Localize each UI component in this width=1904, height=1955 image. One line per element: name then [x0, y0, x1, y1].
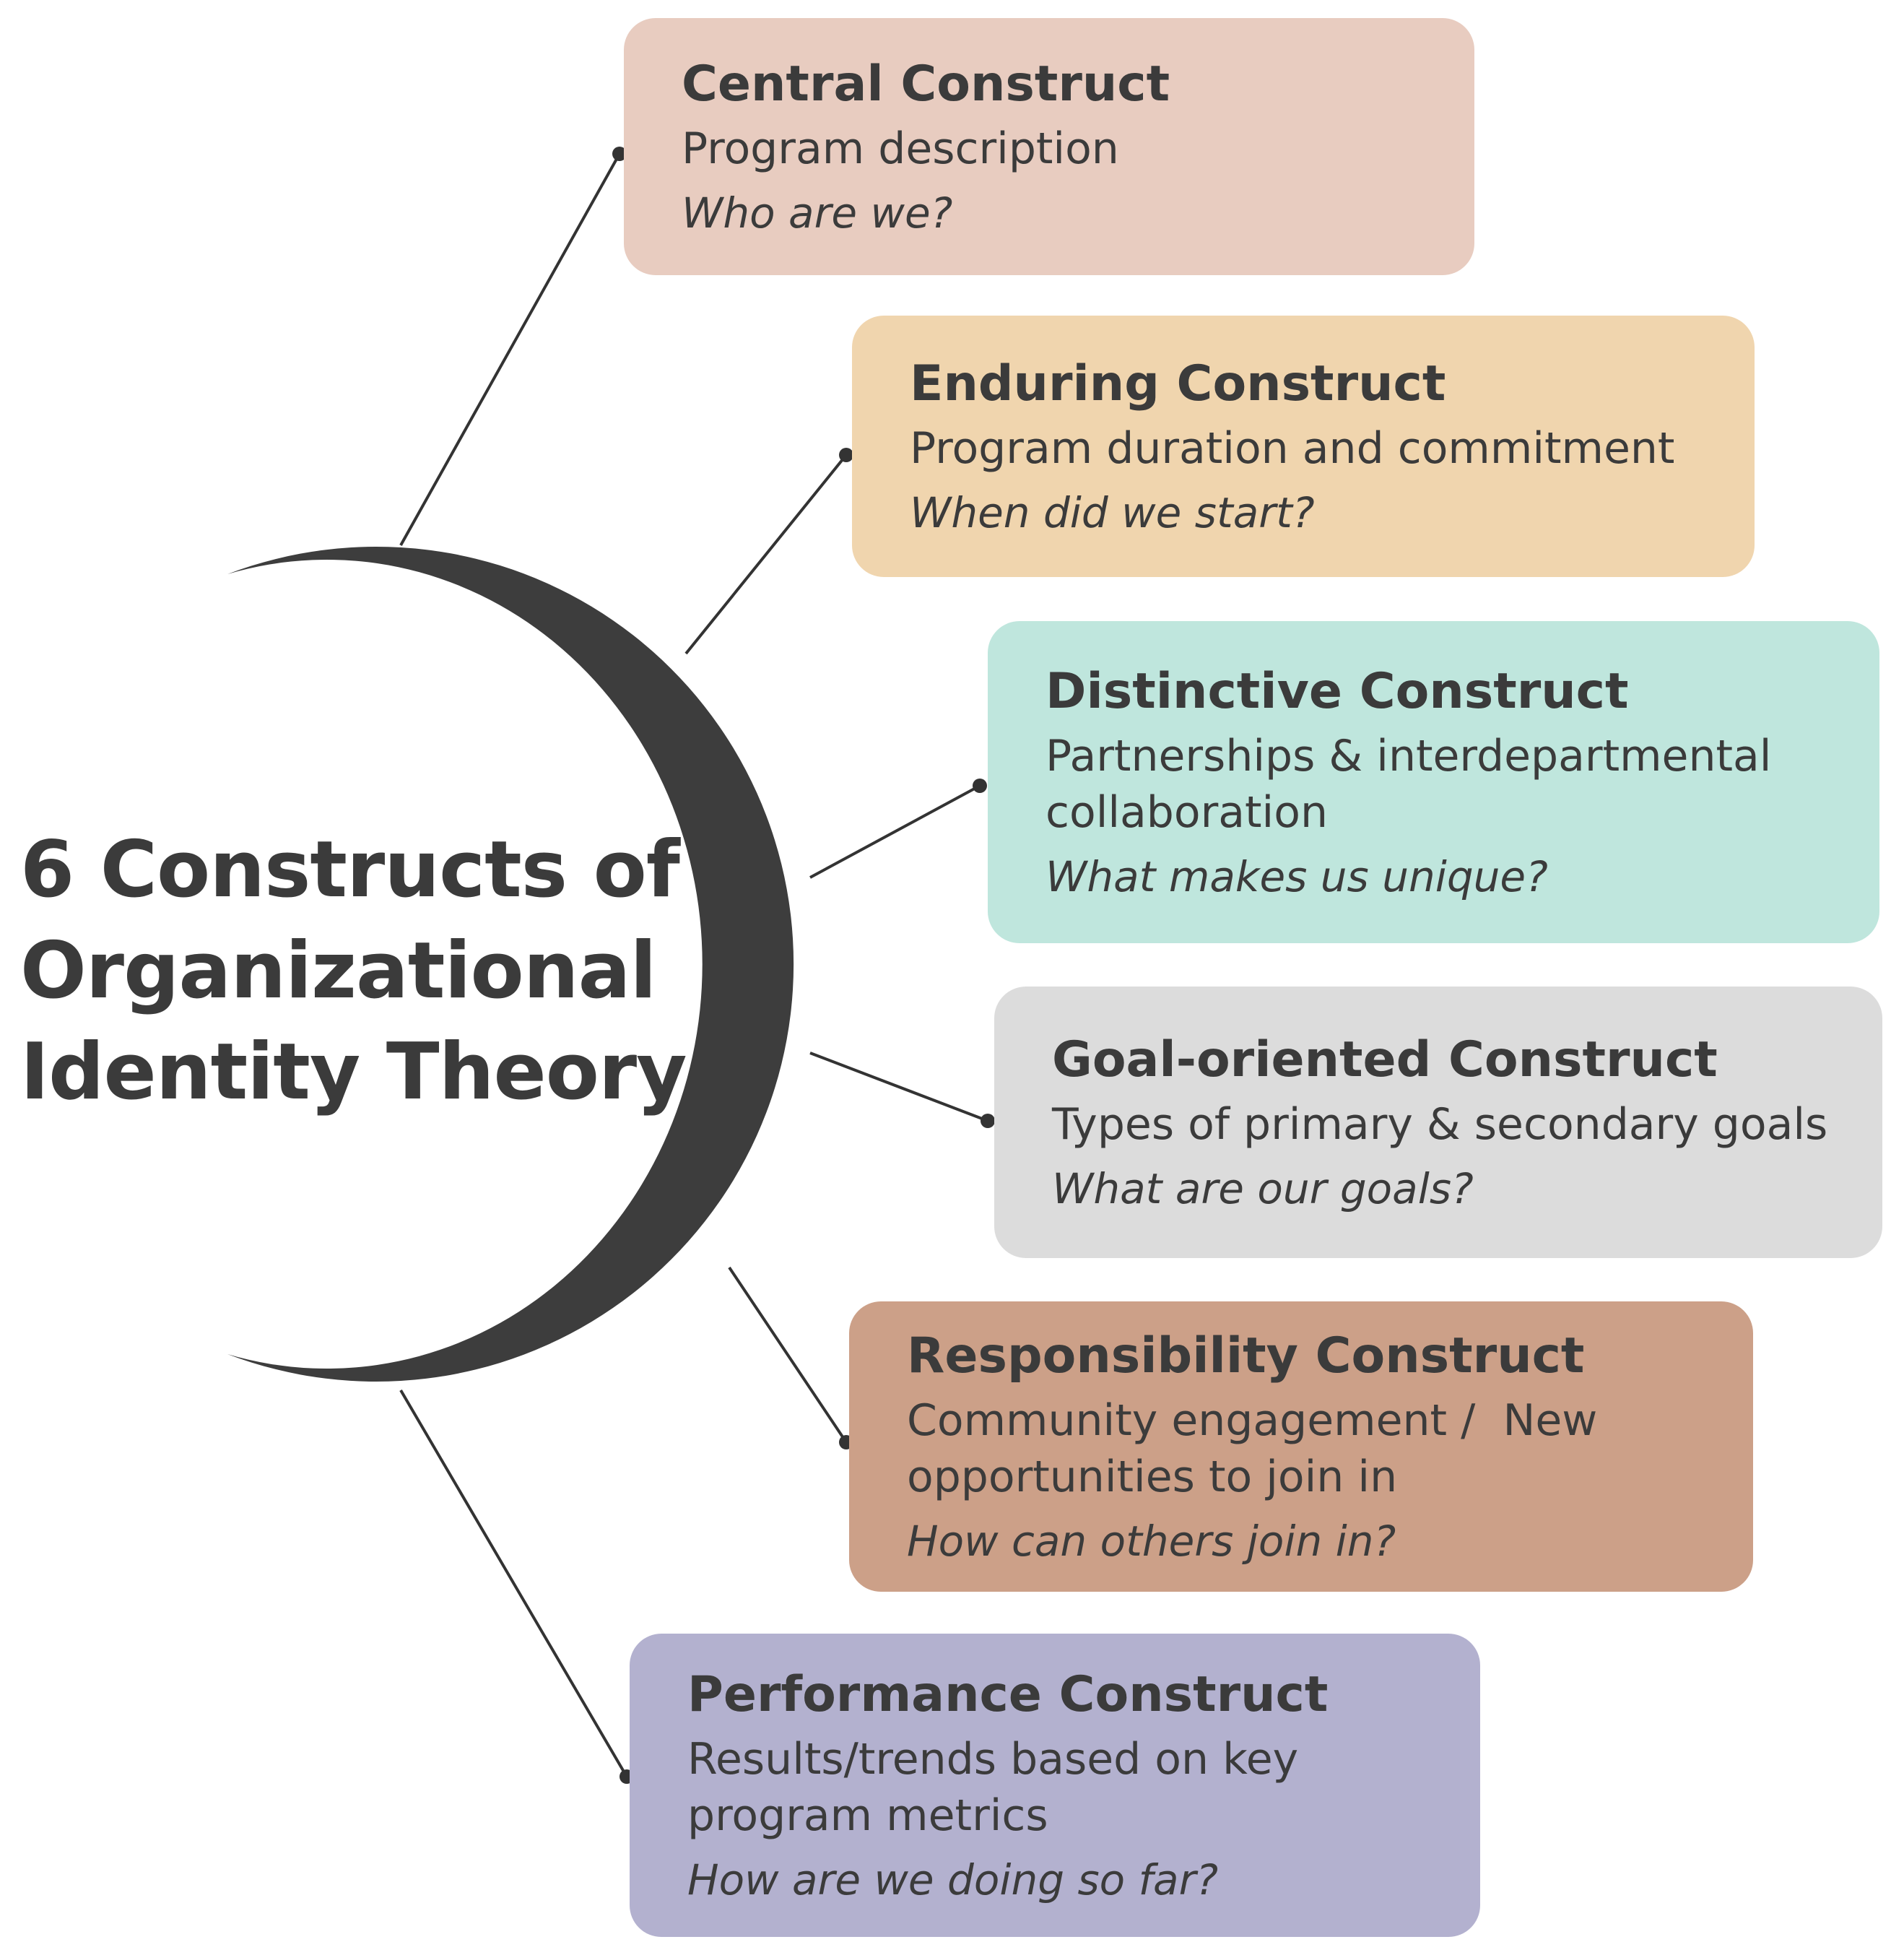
enduring-construct-question: When did we start? [910, 488, 1315, 537]
responsibility-construct-description-line-2: opportunities to join in [907, 1452, 1398, 1502]
enduring-construct-title: Enduring Construct [910, 355, 1446, 412]
performance-construct-description-line-1: Results/trends based on key [687, 1734, 1299, 1785]
diagram-title: 6 Constructs of Organizational Identity … [20, 820, 687, 1123]
enduring-construct-card: Enduring Construct Program duration and … [852, 316, 1755, 577]
responsibility-construct-description: Community engagement / New opportunities… [907, 1392, 1724, 1505]
performance-construct-question: How are we doing so far? [687, 1855, 1219, 1904]
enduring-construct-description: Program duration and commitment [910, 423, 1675, 474]
goal-oriented-construct-card: Goal-oriented Construct Types of primary… [994, 987, 1882, 1258]
responsibility-construct-question: How can others join in? [907, 1517, 1396, 1566]
connector-dot-central [612, 147, 627, 161]
distinctive-construct-description-line-2: collaboration [1046, 787, 1328, 838]
connector-dot-enduring [839, 448, 853, 462]
performance-construct-description: Results/trends based on key program metr… [687, 1731, 1451, 1844]
performance-construct-description-line-2: program metrics [687, 1790, 1048, 1841]
distinctive-construct-description: Partnerships & interdepartmental collabo… [1046, 728, 1851, 841]
central-construct-description: Program description [682, 123, 1119, 174]
performance-construct-title: Performance Construct [687, 1666, 1329, 1723]
performance-construct-card: Performance Construct Results/trends bas… [630, 1634, 1480, 1937]
crescent-shape [227, 547, 794, 1382]
connector-central [399, 153, 621, 546]
connector-goal [809, 1052, 988, 1122]
responsibility-construct-description-line-1: Community engagement / New [907, 1395, 1598, 1446]
distinctive-construct-title: Distinctive Construct [1046, 663, 1629, 720]
title-line-1: 6 Constructs of [20, 825, 680, 915]
title-line-2: Organizational [20, 926, 657, 1016]
distinctive-construct-card: Distinctive Construct Partnerships & int… [988, 621, 1879, 943]
responsibility-construct-title: Responsibility Construct [907, 1327, 1585, 1384]
title-line-3: Identity Theory [20, 1027, 687, 1117]
central-construct-card: Central Construct Program description Wh… [624, 18, 1474, 275]
connector-performance [399, 1389, 628, 1778]
connector-dot-distinctive [973, 779, 987, 793]
goal-oriented-construct-description: Types of primary & secondary goals [1052, 1099, 1828, 1150]
goal-oriented-construct-question: What are our goals? [1052, 1164, 1474, 1213]
connector-distinctive [809, 784, 981, 879]
central-construct-question: Who are we? [682, 188, 953, 238]
connector-enduring [684, 454, 848, 655]
connector-responsibility [728, 1266, 848, 1444]
responsibility-construct-card: Responsibility Construct Community engag… [849, 1301, 1753, 1592]
distinctive-construct-question: What makes us unique? [1046, 852, 1548, 901]
central-construct-title: Central Construct [682, 56, 1170, 113]
connector-dot-goal [981, 1114, 995, 1128]
distinctive-construct-description-line-1: Partnerships & interdepartmental [1046, 731, 1772, 781]
goal-oriented-construct-title: Goal-oriented Construct [1052, 1031, 1718, 1088]
